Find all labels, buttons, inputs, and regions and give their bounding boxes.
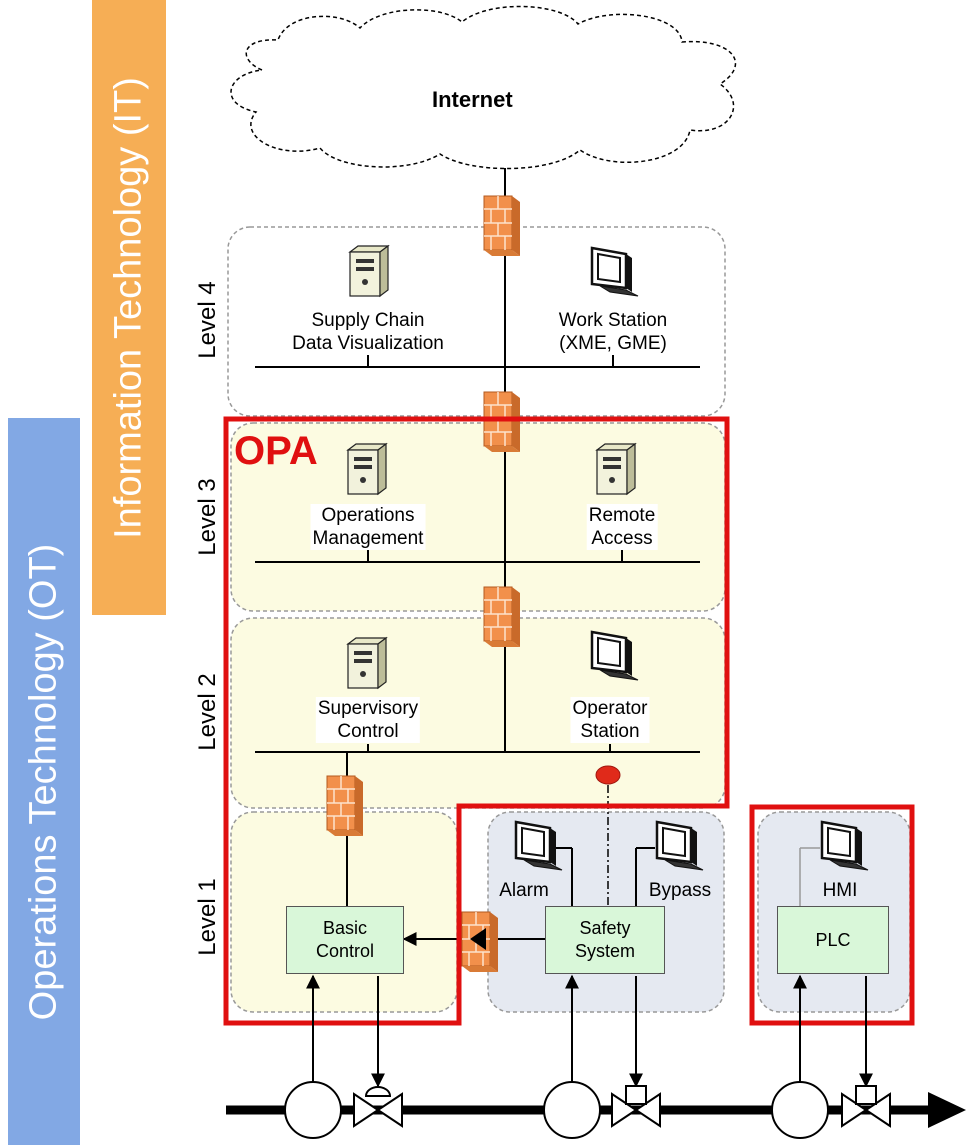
operator-line1: Operator bbox=[572, 698, 648, 719]
supervisory-label: Supervisory Control bbox=[315, 697, 421, 743]
safety-system-line2: System bbox=[574, 941, 635, 961]
basic-control-line2: Control bbox=[315, 941, 375, 961]
supervisory-line1: Supervisory bbox=[317, 698, 419, 719]
workstation-label: Work Station (XME, GME) bbox=[556, 309, 670, 355]
supervisory-line2: Control bbox=[337, 721, 399, 742]
ot-band: Operations Technology (OT) bbox=[8, 418, 80, 1145]
basic-control-box: Basic Control bbox=[286, 906, 404, 974]
server-icon bbox=[349, 245, 389, 297]
internet-label: Internet bbox=[432, 87, 513, 112]
it-band: Information Technology (IT) bbox=[92, 0, 166, 615]
supply-chain-line1: Supply Chain bbox=[311, 310, 425, 331]
safety-system-box: Safety System bbox=[545, 906, 665, 974]
firewall-icon bbox=[483, 195, 521, 257]
server-icon bbox=[596, 443, 636, 495]
safety-system-line1: Safety bbox=[579, 918, 631, 938]
ops-mgmt-line1: Operations bbox=[321, 505, 415, 526]
level1-label: Level 1 bbox=[194, 878, 221, 956]
plc-box: PLC bbox=[777, 906, 889, 974]
opa-outline bbox=[223, 416, 730, 1026]
firewall-icon bbox=[483, 391, 521, 453]
server-icon bbox=[347, 443, 387, 495]
workstation-line1: Work Station bbox=[558, 310, 668, 331]
bypass-label: Bypass bbox=[648, 880, 712, 901]
plc-outline bbox=[749, 804, 915, 1026]
level2-zone bbox=[230, 617, 726, 809]
level3-label: Level 3 bbox=[194, 478, 221, 556]
operator-line2: Station bbox=[580, 721, 640, 742]
level4-label: Level 4 bbox=[194, 281, 221, 359]
alarm-button-icon bbox=[595, 765, 621, 785]
remote-access-label: Remote Access bbox=[586, 504, 658, 550]
level2-label: Level 2 bbox=[194, 673, 221, 751]
remote-access-line1: Remote bbox=[588, 505, 656, 526]
firewall-icon bbox=[483, 586, 521, 648]
operator-label: Operator Station bbox=[570, 697, 650, 743]
process-field bbox=[226, 974, 966, 1139]
firewall-icon bbox=[326, 775, 364, 837]
supply-chain-line2: Data Visualization bbox=[292, 333, 444, 354]
internet-cloud bbox=[230, 5, 737, 170]
workstation-line2: (XME, GME) bbox=[559, 333, 667, 354]
firewall-arrowhead bbox=[470, 928, 486, 950]
alarm-label: Alarm bbox=[499, 880, 549, 901]
plc-text: PLC bbox=[815, 929, 851, 950]
remote-access-line2: Access bbox=[591, 528, 653, 549]
hmi-label: HMI bbox=[822, 880, 858, 901]
supply-chain-label: Supply Chain Data Visualization bbox=[290, 309, 446, 355]
basic-control-line1: Basic bbox=[322, 918, 367, 938]
ops-mgmt-label: Operations Management bbox=[310, 504, 426, 550]
network-lines bbox=[255, 168, 700, 906]
opa-label: OPA bbox=[234, 429, 318, 473]
server-icon bbox=[347, 637, 387, 689]
ops-mgmt-line2: Management bbox=[312, 528, 424, 549]
